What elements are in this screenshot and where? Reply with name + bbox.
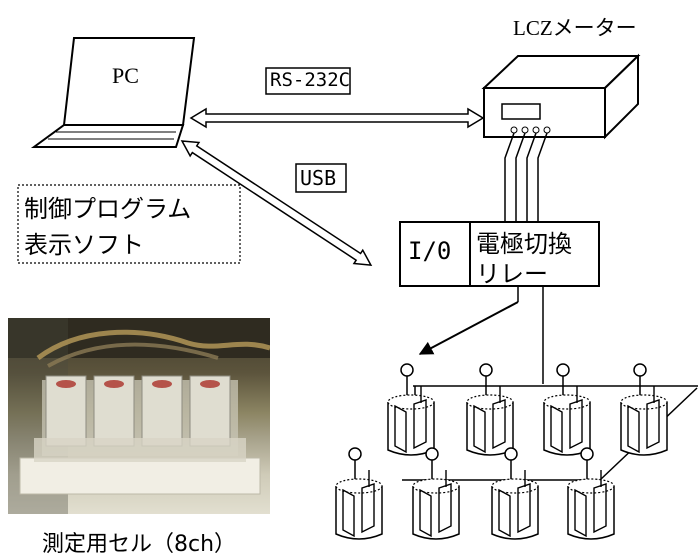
usb-label: USB — [300, 166, 336, 190]
meter-cables — [505, 133, 547, 222]
beaker-icon — [413, 448, 459, 539]
beaker-icon — [544, 364, 590, 455]
usb-link-arrow — [178, 134, 376, 271]
beaker-icon — [467, 364, 513, 455]
beaker-icon — [388, 364, 434, 455]
beaker-icon — [568, 448, 614, 539]
software-label-line2: 表示ソフト — [24, 225, 144, 260]
beaker-icon — [336, 448, 382, 539]
lcz-meter-label: LCZメーター — [513, 12, 637, 42]
cell-photo-illustration — [8, 318, 270, 514]
pc-label: PC — [112, 63, 139, 89]
software-label-line1: 制御プログラム — [24, 189, 191, 224]
pc-laptop-icon — [34, 38, 194, 147]
rs232c-link-arrow — [191, 109, 483, 127]
rs232c-label: RS-232C — [270, 69, 350, 91]
meter-display-icon — [502, 104, 540, 119]
cell-beakers — [336, 364, 667, 539]
io-label: I/0 — [408, 237, 451, 265]
lcz-meter-icon — [484, 56, 638, 137]
measurement-cell-photo — [8, 318, 270, 514]
beaker-icon — [492, 448, 538, 539]
relay-label-line2: リレー — [476, 254, 548, 289]
cell-caption: 測定用セル（8ch） — [42, 526, 236, 558]
beaker-icon — [621, 364, 667, 455]
